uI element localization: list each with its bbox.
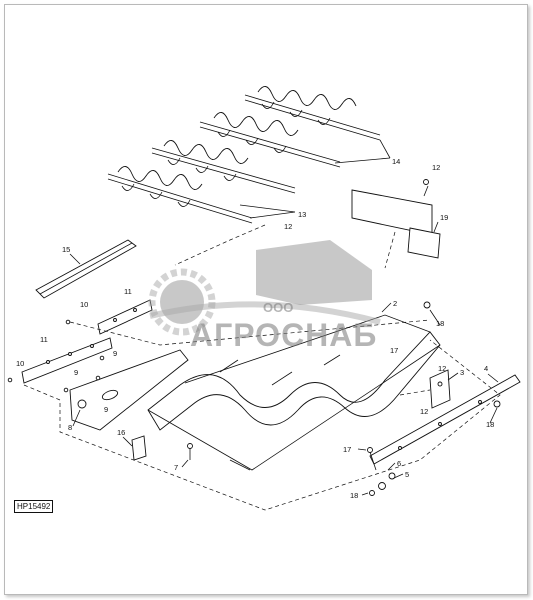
callout-10b: 10 [16,359,24,368]
bolt-9-b [95,375,101,381]
callout-12b: 12 [284,222,292,231]
callout-14: 14 [392,157,400,166]
auger-3 [151,140,296,194]
callout-13: 13 [298,210,306,219]
callout-12a: 12 [432,163,440,172]
callout-9b: 9 [74,368,78,377]
bolts-5-6-18 [367,447,396,496]
nut-18-right [493,400,501,408]
strip-15 [35,239,137,299]
diagram-frame [4,4,528,595]
callout-17a: 17 [390,346,398,355]
assembly-dashed-outline [23,224,501,511]
callout-leaders [69,221,499,496]
cover-plate-19 [351,179,441,269]
diagram-code: HP15492 [14,500,54,513]
callout-8: 8 [68,423,72,432]
bracket-3 [429,369,451,409]
callout-12d: 12 [420,407,428,416]
bolt-10-a [65,319,71,325]
auger-4 [107,166,253,224]
auger-group [107,86,391,224]
callout-18b: 18 [486,420,494,429]
watermark-logo [148,240,381,336]
callout-18c: 18 [350,491,358,500]
side-plate-11-left [21,337,113,384]
watermark-line1: ООО [263,300,294,315]
bolt-9-a [99,355,105,361]
callout-19: 19 [440,213,448,222]
auger-2 [199,112,341,168]
callout-11b: 11 [40,335,48,344]
watermark-line2: АГРОСНАБ [190,317,378,353]
callout-10a: 10 [80,300,88,309]
nut-18-top [423,301,431,309]
side-plate-11-right [97,299,153,335]
callout-2: 2 [393,299,397,308]
auger-1 [244,86,381,141]
callout-9a: 9 [113,349,117,358]
callout-18a: 18 [436,319,444,328]
callout-17b: 17 [343,445,351,454]
callout-15: 15 [62,245,70,254]
side-rail-4 [369,374,521,465]
bolt-7 [187,443,193,460]
callout-16: 16 [117,428,125,437]
callout-5: 5 [405,470,409,479]
callout-6: 6 [397,459,401,468]
callout-11a: 11 [124,287,132,296]
callout-labels: 2 3 4 5 6 7 8 9 9 9 10 10 11 11 12 12 12… [16,157,494,500]
callout-7: 7 [174,463,178,472]
plate-16 [131,435,147,461]
bolt-9-c [63,387,69,393]
bolt-10-b [7,377,13,383]
callout-9c: 9 [104,405,108,414]
auger-trough-2 [147,314,441,471]
callout-12c: 12 [438,364,446,373]
side-frame-8 [69,349,189,431]
callout-4: 4 [484,364,488,373]
callout-3: 3 [460,368,464,377]
